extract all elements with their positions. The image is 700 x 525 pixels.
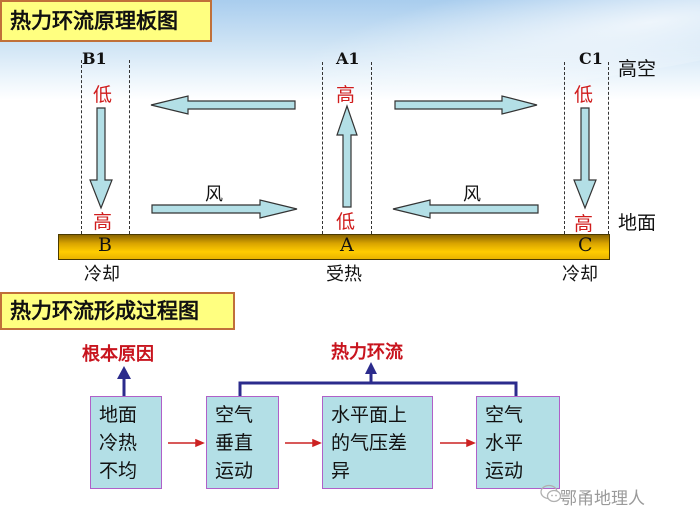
watermark-text: 鄂甬地理人 <box>560 489 645 509</box>
ground-letter-c: C <box>578 234 593 256</box>
step-ground-uneven-heating: 地面 冷热 不均 <box>90 396 162 489</box>
altitude-high-label: 高空 <box>618 58 657 80</box>
step-4-line-2: 水平 <box>485 432 524 454</box>
step-2-line-1: 空气 <box>215 404 254 426</box>
step-3-line-1: 水平面上 <box>331 404 408 426</box>
b-pressure: 高 <box>93 211 113 233</box>
step-4-line-3: 运动 <box>485 460 524 482</box>
ground-letter-a: A <box>340 234 354 256</box>
root-cause-label: 根本原因 <box>82 344 154 365</box>
upper-left-arrow <box>150 95 296 115</box>
a-column-up-arrow <box>336 104 358 208</box>
column-c1-label: C1 <box>579 49 603 68</box>
circulation-label: 热力环流 <box>331 342 403 363</box>
step-2-line-3: 运动 <box>215 460 254 482</box>
column-c-left-guide <box>564 62 565 234</box>
a1-pressure: 高 <box>336 84 356 106</box>
lower-right-arrow <box>392 199 539 219</box>
lower-left-arrow <box>151 199 298 219</box>
step-1-line-1: 地面 <box>99 404 138 426</box>
column-b-left-guide <box>81 60 82 234</box>
wind-label-right: 风 <box>463 184 481 205</box>
b-column-down-arrow <box>89 107 113 210</box>
wechat-icon <box>540 484 562 509</box>
circulation-connector <box>238 381 518 396</box>
root-cause-arrowhead <box>117 366 131 379</box>
altitude-ground-label: 地面 <box>618 212 657 234</box>
ground-surface <box>58 234 610 260</box>
column-a-left-guide <box>322 62 323 234</box>
column-b1-label: B1 <box>82 49 107 68</box>
step-horizontal-air-motion: 空气 水平 运动 <box>476 396 560 489</box>
ground-state-a: 受热 <box>326 264 362 285</box>
column-b-right-guide <box>129 60 130 234</box>
circulation-arrowhead <box>365 362 377 374</box>
upper-right-arrow <box>394 95 538 115</box>
step-1-line-3: 不均 <box>99 460 138 482</box>
b1-pressure: 低 <box>93 84 113 106</box>
step-horizontal-pressure-difference: 水平面上 的气压差 异 <box>322 396 433 489</box>
ground-letter-b: B <box>98 234 112 256</box>
column-a1-label: A1 <box>336 49 360 68</box>
column-c-right-guide <box>608 62 609 234</box>
a-pressure: 低 <box>336 211 356 233</box>
step-vertical-air-motion: 空气 垂直 运动 <box>206 396 279 489</box>
step-1-line-2: 冷热 <box>99 432 138 454</box>
step-3-line-3: 异 <box>331 460 351 482</box>
column-a-right-guide <box>371 62 372 234</box>
step-3-line-2: 的气压差 <box>331 432 408 454</box>
ground-state-b: 冷却 <box>84 264 120 285</box>
c-column-down-arrow <box>573 107 597 210</box>
c1-pressure: 低 <box>574 84 594 106</box>
c-pressure: 高 <box>574 213 594 235</box>
principle-title: 热力环流原理板图 <box>0 0 212 42</box>
step-2-line-2: 垂直 <box>215 432 254 454</box>
ground-state-c: 冷却 <box>562 264 598 285</box>
wind-label-left: 风 <box>205 184 223 205</box>
process-title: 热力环流形成过程图 <box>0 292 235 330</box>
step-4-line-1: 空气 <box>485 404 524 426</box>
